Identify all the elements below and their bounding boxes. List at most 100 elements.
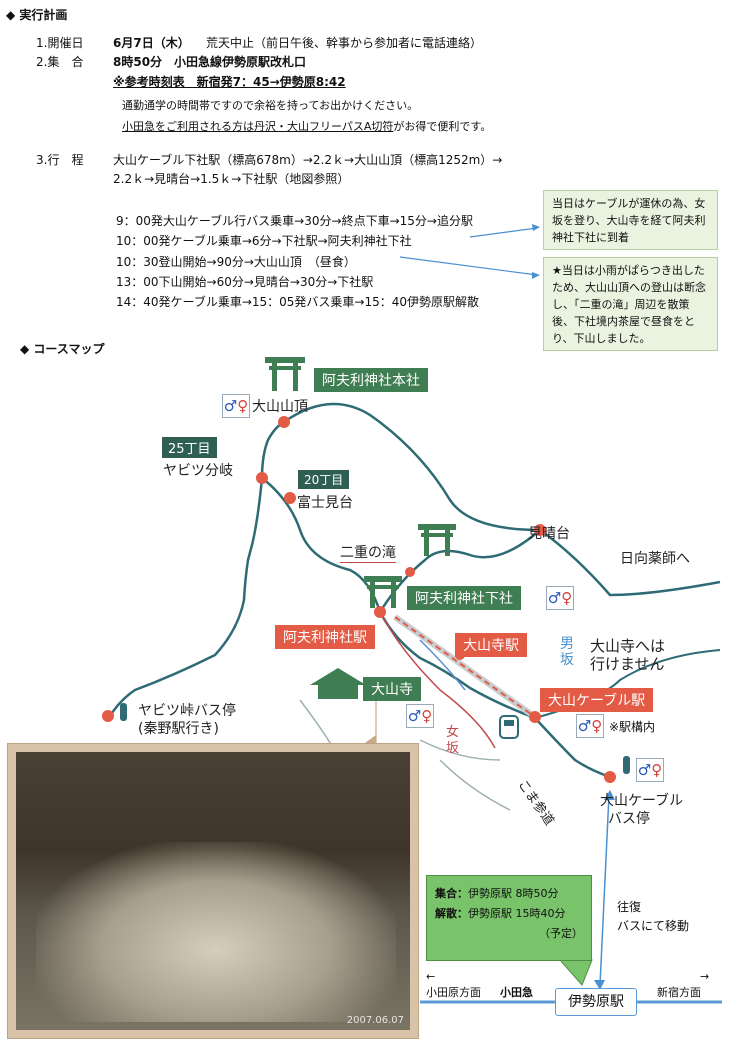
dismiss-row-text: 伊勢原駅 15時40分: [468, 907, 566, 920]
schedule-item: 9：00発大山ケーブル行バス乗車→30分→終点下車→15分→追分駅: [116, 214, 473, 228]
arrow-right-icon: →: [700, 970, 710, 983]
torii-icon: [418, 524, 456, 556]
in-station-note: ※駅構内: [609, 720, 656, 734]
cable-bus-label2: バス停: [608, 811, 650, 827]
cable-station-label: 大山ケーブル駅: [540, 688, 654, 712]
route-label: 3.行 程: [36, 153, 84, 167]
yabitsu-bus-note: (秦野駅行き): [138, 721, 219, 737]
photo-image: 2007.06.07: [16, 752, 410, 1030]
restroom-icon: ♂♀: [546, 586, 574, 610]
isehara-station: 伊勢原駅: [555, 988, 637, 1016]
arrow-left-icon: ←: [426, 970, 436, 983]
photo-group-figure: [36, 842, 396, 1022]
falls-point: [405, 567, 415, 577]
pass-note-underlined: 小田急をご利用される方は丹沢・大山フリーパスA切符: [122, 120, 394, 133]
fuji-view-label: 富士見台: [297, 495, 353, 511]
cannot-go-label: 大山寺へは 行けません: [590, 637, 666, 673]
miharashi-label: 見晴台: [528, 526, 570, 542]
cable-track-dash: [394, 616, 536, 718]
train-icon: [499, 715, 519, 739]
trail-line: [283, 402, 721, 597]
date-note: 荒天中止（前日午後、幹事から参加者に電話連絡）: [206, 36, 483, 50]
cable-bus-label: 大山ケーブル: [600, 793, 684, 809]
miharashi-point: [534, 524, 546, 536]
chome25-badge: 25丁目: [162, 437, 217, 458]
hinata-label: 日向薬師へ: [620, 551, 690, 567]
yabitsu-fork-point: [256, 472, 268, 484]
note-arrow-head: [532, 272, 540, 279]
meet-row-text: 伊勢原駅 8時50分: [468, 887, 559, 900]
note-cable-closed: 当日はケーブルが運休の為、女坂を登り、大山寺を経て阿夫利神社下社に到着: [543, 190, 718, 250]
meeting-callout-tail: [558, 959, 593, 986]
yabitsu-bus-label: ヤビツ峠バス停: [138, 703, 236, 719]
schedule-item: 13：00下山開始→60分→見晴台→30分→下社駅: [116, 275, 374, 289]
dismiss-row-label: 解散：: [435, 907, 468, 920]
trail-line: [261, 477, 382, 613]
summit-point: [278, 416, 290, 428]
summit-label: 大山山頂: [252, 399, 308, 415]
trail-line: [378, 611, 611, 779]
chome20-badge: 20丁目: [298, 470, 350, 489]
pass-note: 小田急をご利用される方は丹沢・大山フリーパスA切符がお得で便利です。: [122, 118, 491, 134]
photo-pointer: [362, 735, 376, 745]
afuri-station-label: 阿夫利神社駅: [275, 625, 375, 649]
roundtrip-arrow: [599, 794, 610, 986]
group-photo: 2007.06.07: [7, 743, 419, 1039]
dismiss-row-note: （予定）: [539, 927, 583, 940]
yabitsu-bus-point: [102, 710, 114, 722]
date-label: 1.開催日: [36, 36, 84, 50]
meet-row-label: 集合：: [435, 887, 468, 900]
bus-stop-icon: [623, 756, 630, 774]
roundtrip-arrow-head: [604, 790, 615, 800]
oyamadera-label: 大山寺: [363, 677, 421, 701]
route-line1: 大山ケーブル下社駅（標高678m）→2.2ｋ→大山山頂（標高1252m）→: [113, 153, 503, 167]
restroom-icon: ♂♀: [406, 704, 434, 728]
note-rain: ★当日は小雨がぱらつき出したため、大山山頂への登山は断念し、「二重の滝」周辺を散…: [543, 257, 718, 351]
oyamadera-station-label: 大山寺駅: [455, 633, 527, 657]
dismiss-row: 解散：伊勢原駅 15時40分: [435, 904, 583, 924]
otoko-zaka-path: [419, 639, 466, 691]
date-value: 6月7日（木）: [113, 36, 190, 50]
note-arrow: [469, 227, 538, 238]
photo-date-stamp: 2007.06.07: [346, 1015, 404, 1026]
pass-note-rest: がお得で便利です。: [393, 120, 492, 133]
map-heading: ◆ コースマップ: [20, 342, 105, 356]
plan-heading: ◆ 実行計画: [6, 8, 68, 22]
cable-bus-point: [604, 771, 616, 783]
meet-label: 2.集 合: [36, 55, 84, 69]
falls-label: 二重の滝: [340, 542, 396, 563]
temple-icon: [310, 668, 366, 699]
torii-icon: [364, 576, 402, 608]
restroom-icon: ♂♀: [576, 714, 604, 738]
note-arrow-head: [532, 224, 540, 231]
onna-zaka-path: [379, 611, 496, 749]
fuji-view-point: [284, 492, 296, 504]
shrine-top-label: 阿夫利神社本社: [314, 368, 428, 392]
timetable-note: ※参考時刻表 新宿発7：45→伊勢原8:42: [113, 75, 346, 89]
meeting-info-box: 集合：伊勢原駅 8時50分 解散：伊勢原駅 15時40分 （予定）: [426, 875, 592, 961]
schedule-item: 10：00発ケーブル乗車→6分→下社駅→阿夫利神社下社: [116, 234, 412, 248]
roundtrip-label: 往復: [617, 900, 642, 914]
bus-stop-icon: [120, 703, 127, 721]
roundtrip-arrow-head: [594, 980, 605, 990]
torii-icon: [265, 357, 305, 391]
otoko-zaka-label: 男坂: [560, 636, 574, 668]
commute-note: 通勤通学の時間帯ですので余裕を持ってお出かけください。: [122, 99, 419, 112]
meet-value: 8時50分 小田急線伊勢原駅改札口: [113, 55, 307, 69]
trail-line: [108, 420, 285, 717]
shimosha-label: 阿夫利神社下社: [407, 586, 521, 610]
roundtrip-label2: バスにて移動: [617, 919, 690, 933]
yabitsu-fork-label: ヤビツ分岐: [163, 463, 233, 479]
meet-row: 集合：伊勢原駅 8時50分: [435, 884, 583, 904]
schedule-item: 10：30登山開始→90分→大山山頂 （昼食）: [116, 255, 356, 269]
schedule-item: 14：40発ケーブル乗車→15：05発バス乗車→15：40伊勢原駅解散: [116, 295, 480, 309]
note-arrow: [399, 256, 538, 276]
odawara-label: 小田原方面: [426, 986, 481, 999]
route-line2: 2.2ｋ→見晴台→1.5ｋ→下社駅（地図参照）: [113, 172, 350, 186]
shimosha-point: [374, 606, 386, 618]
restroom-icon: ♂♀: [636, 758, 664, 782]
onna-zaka-label: 女坂: [446, 725, 460, 756]
restroom-icon: ♂♀: [222, 394, 250, 418]
shinjuku-label: 新宿方面: [657, 986, 701, 999]
